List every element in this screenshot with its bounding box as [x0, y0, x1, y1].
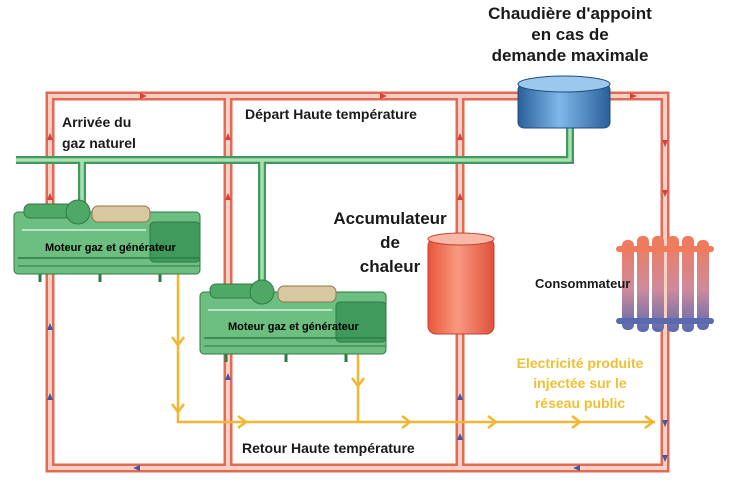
boiler-label-line-1: Chaudière d'appoint: [488, 4, 652, 23]
hot-flow-arrows: [47, 93, 668, 200]
engine-1-label: Moteur gaz et générateur: [45, 242, 176, 254]
consumer-label: Consommateur: [535, 276, 631, 291]
gas-inlet-label-line-1: Arrivée du: [62, 114, 132, 130]
boiler-tank: [517, 75, 611, 129]
electricity-label-line-1: Electricité produite: [516, 355, 644, 371]
heat-accumulator-tank: [427, 232, 495, 335]
electricity-label: Electricité produite injectée sur le rés…: [495, 353, 665, 413]
accumulator-label: Accumulateur de chaleur: [320, 207, 460, 279]
boiler-label-line-3: demande maximale: [491, 46, 649, 65]
boiler-label-line-2: en cas de: [531, 25, 609, 44]
return-flow-arrows: [47, 323, 668, 471]
gas-inlet-label-line-2: gaz naturel: [62, 135, 136, 151]
electricity-arrows: [171, 336, 656, 429]
accumulator-label-line-2: de: [380, 233, 400, 252]
boiler-label: Chaudière d'appoint en cas de demande ma…: [440, 3, 700, 66]
retour-label: Retour Haute température: [242, 440, 415, 456]
gas-engine-generator-2: [199, 279, 387, 362]
gas-inlet-label: Arrivée du gaz naturel: [62, 112, 136, 154]
electricity-label-line-2: injectée sur le: [533, 375, 627, 391]
accumulator-label-line-1: Accumulateur: [333, 209, 447, 228]
engine-2-label: Moteur gaz et générateur: [228, 321, 359, 333]
accumulator-label-line-3: chaleur: [359, 257, 421, 276]
gas-pipes: [16, 128, 574, 290]
electricity-label-line-3: réseau public: [534, 395, 626, 411]
radiator: [616, 236, 714, 332]
gas-engine-generator-1: [13, 199, 201, 282]
depart-label: Départ Haute température: [245, 106, 417, 122]
